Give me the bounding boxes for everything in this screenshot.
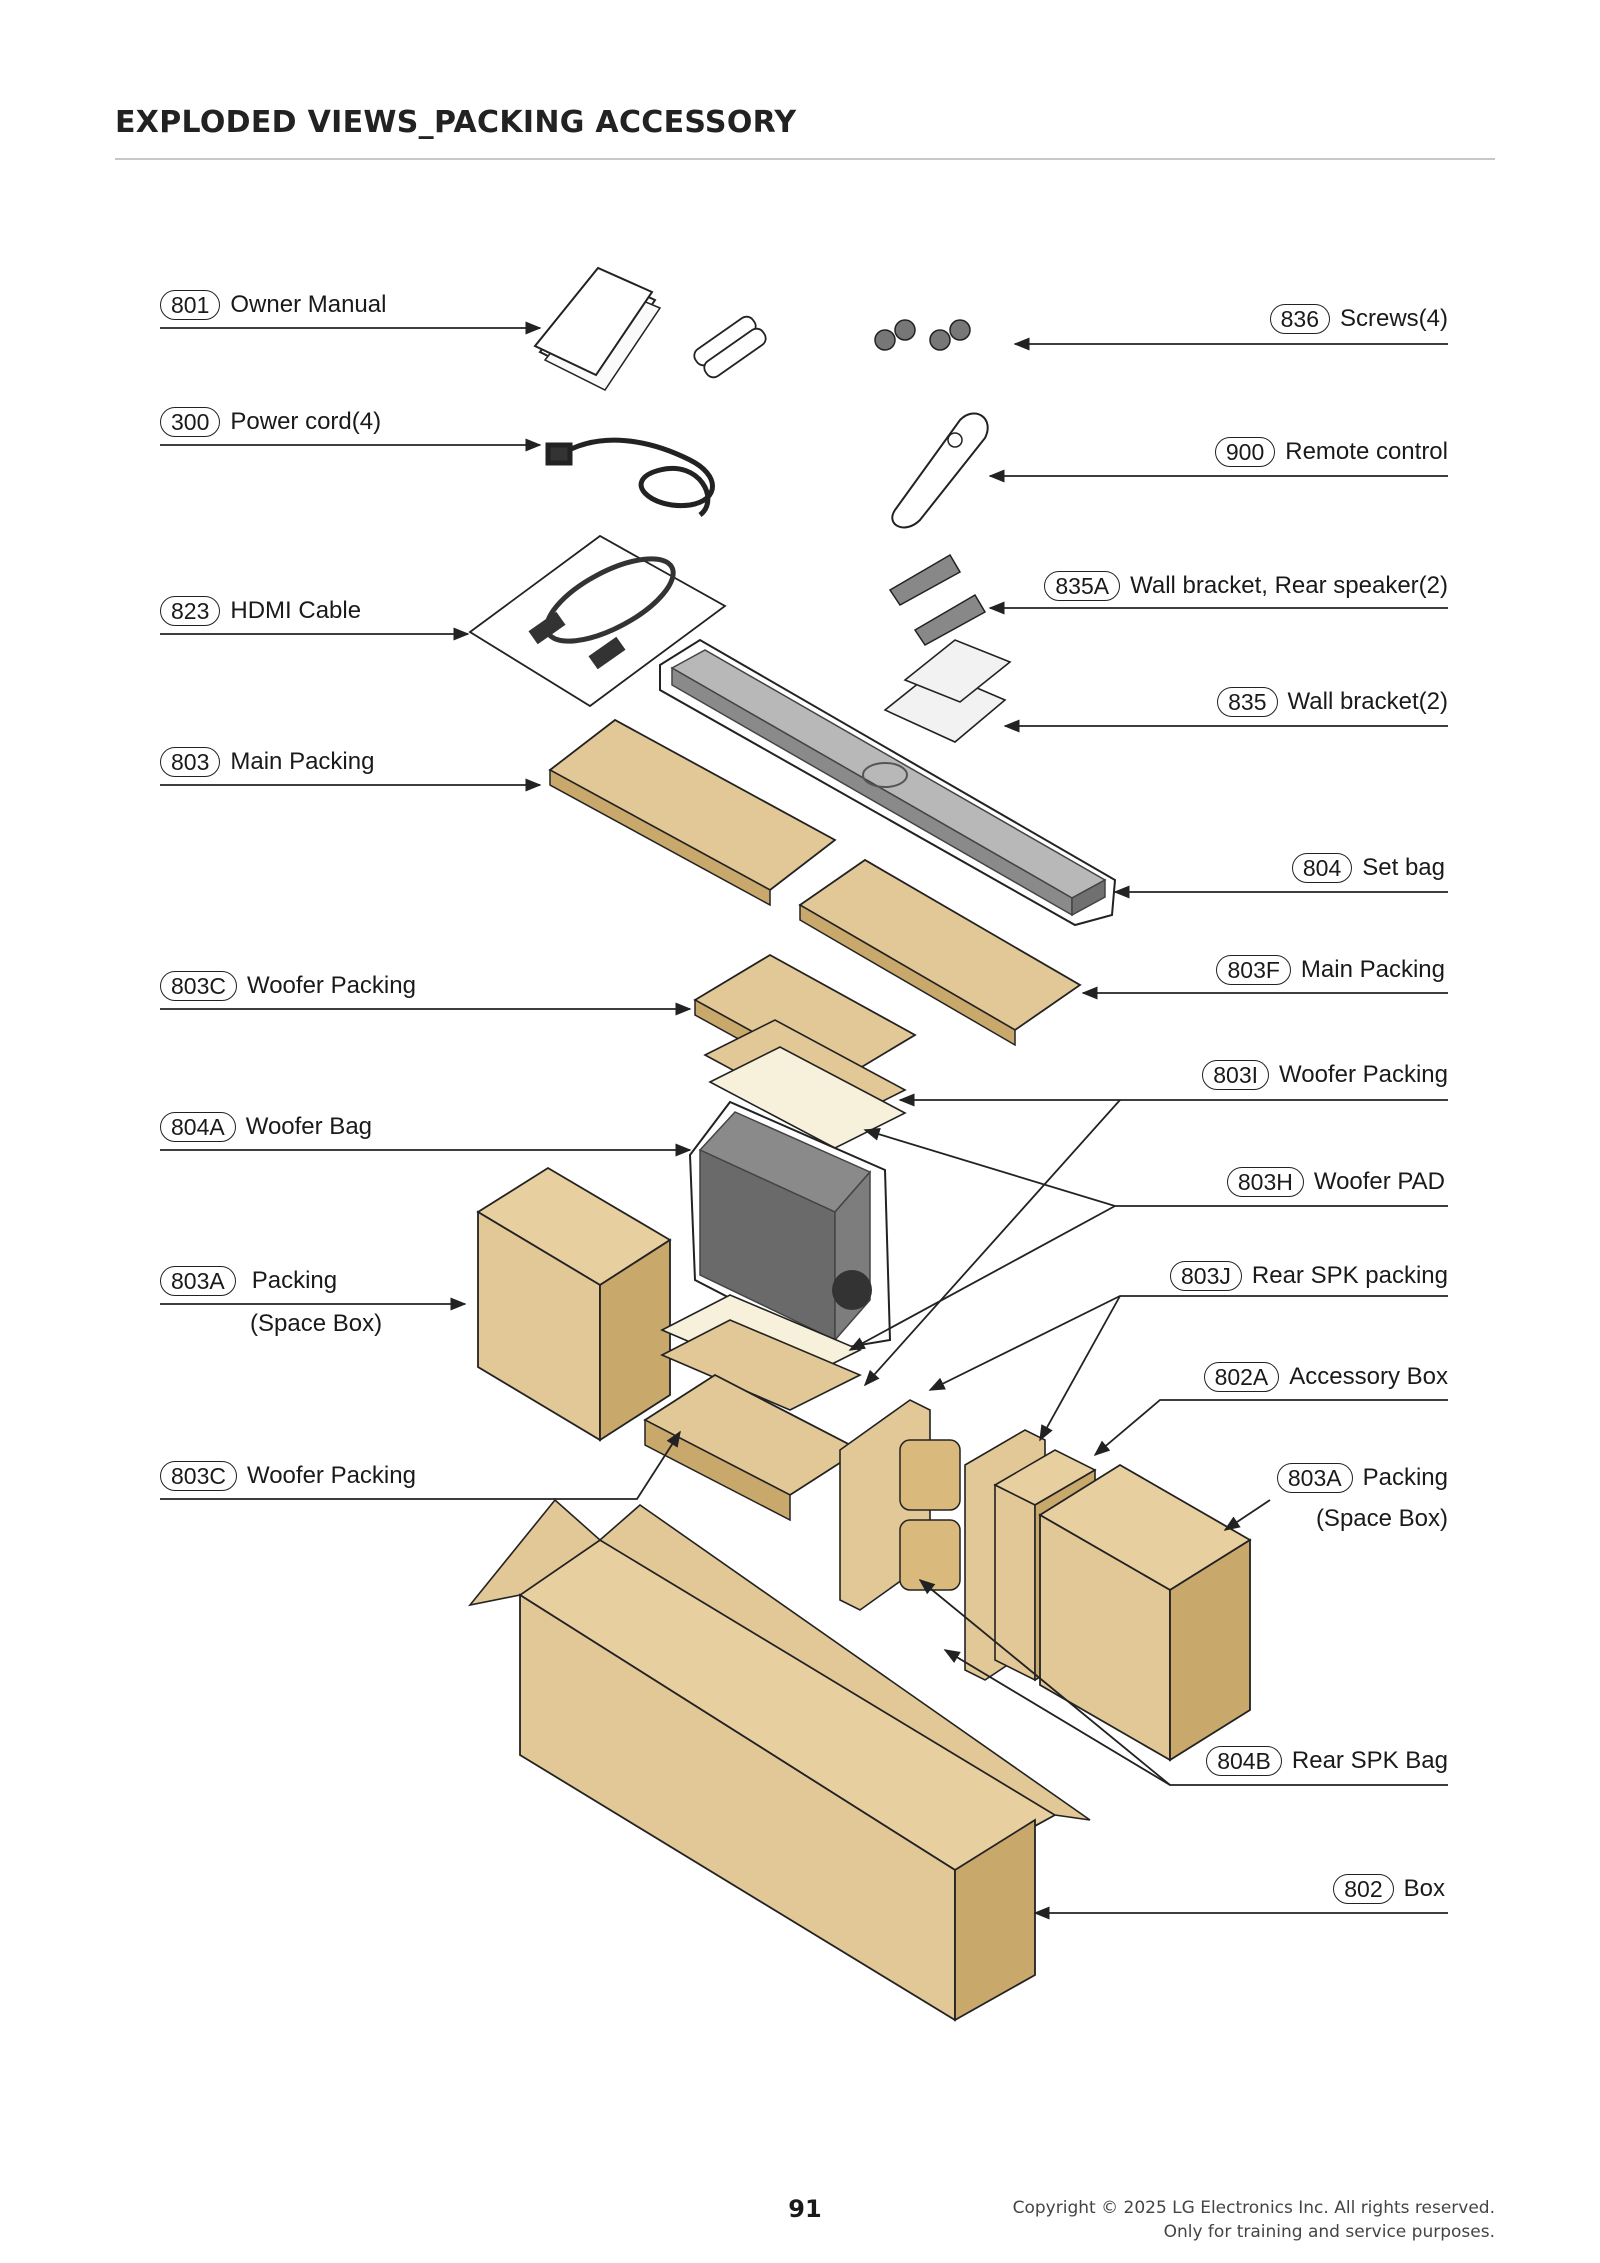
- remote-control-illustration: [891, 412, 989, 529]
- callout-803C-bottom: 803C Woofer Packing: [160, 1461, 416, 1491]
- part-name: Rear SPK Bag: [1291, 1747, 1448, 1774]
- callout-803A-left-sub: (Space Box): [250, 1310, 383, 1337]
- callout-835: 835 Wall bracket(2): [1217, 687, 1448, 717]
- callout-803A-right-sub: (Space Box): [1315, 1505, 1448, 1532]
- part-name: Woofer Packing: [246, 1462, 416, 1489]
- part-name: Box: [1403, 1875, 1445, 1902]
- part-name: Wall bracket(2): [1287, 688, 1448, 715]
- part-code: 836: [1269, 304, 1330, 334]
- woofer-pads-top-illustration: [703, 1019, 907, 1149]
- callout-802A: 802A Accessory Box: [1203, 1362, 1448, 1392]
- part-code: 835A: [1044, 571, 1121, 601]
- part-code: 835: [1217, 687, 1278, 717]
- page-title: EXPLODED VIEWS_PACKING ACCESSORY: [115, 105, 797, 140]
- callout-803A-left: 803A Packing: [160, 1266, 337, 1296]
- part-name: Main Packing: [230, 748, 375, 775]
- callout-803H: 803H Woofer PAD: [1226, 1167, 1445, 1197]
- part-name: Remote control: [1285, 438, 1448, 465]
- copyright-notice: Copyright © 2025 LG Electronics Inc. All…: [1013, 2196, 1495, 2244]
- part-name: Woofer PAD: [1313, 1168, 1445, 1195]
- part-name: Owner Manual: [230, 291, 387, 318]
- callout-804: 804 Set bag: [1291, 853, 1445, 883]
- part-code: 802A: [1203, 1362, 1280, 1392]
- soundbar-set-bag-illustration: [659, 638, 1117, 927]
- part-code: 803I: [1202, 1060, 1270, 1090]
- callout-804B: 804B Rear SPK Bag: [1206, 1746, 1448, 1776]
- callout-804A: 804A Woofer Bag: [160, 1112, 372, 1142]
- part-code: 803F: [1216, 955, 1291, 985]
- page-number: 91: [788, 2195, 822, 2223]
- part-code: 803H: [1226, 1167, 1304, 1197]
- callout-803: 803 Main Packing: [160, 747, 374, 777]
- part-code: 801: [160, 290, 221, 320]
- copyright-line: Copyright © 2025 LG Electronics Inc. All…: [1012, 2198, 1495, 2218]
- part-code: 804: [1291, 853, 1353, 883]
- space-box-left-illustration: [476, 1166, 672, 1442]
- batteries-illustration: [693, 315, 767, 379]
- part-name: Accessory Box: [1289, 1363, 1448, 1390]
- woofer-packing-bottom-illustration: [643, 1373, 862, 1522]
- part-code: 803A: [1276, 1463, 1353, 1493]
- part-code: 803: [160, 747, 221, 777]
- main-packing-803F-illustration: [798, 858, 1082, 1047]
- callout-900: 900 Remote control: [1214, 437, 1448, 467]
- callout-803I: 803I Woofer Packing: [1202, 1060, 1448, 1090]
- wall-bracket-illustration: [883, 639, 1012, 743]
- main-packing-803-illustration: [548, 718, 837, 907]
- part-name: Power cord(4): [230, 408, 382, 435]
- usage-line: Only for training and service purposes.: [1163, 2222, 1495, 2242]
- part-name: Woofer Packing: [246, 972, 416, 999]
- callout-801: 801 Owner Manual: [160, 290, 386, 320]
- part-code: 804A: [160, 1112, 236, 1142]
- callout-803A-right: 803A Packing: [1276, 1463, 1448, 1493]
- part-code: 300: [160, 407, 221, 437]
- callout-835A: 835A Wall bracket, Rear speaker(2): [1044, 571, 1448, 601]
- part-name: Main Packing: [1300, 956, 1445, 983]
- part-name: Screws(4): [1339, 305, 1448, 332]
- part-name: Set bag: [1362, 854, 1445, 881]
- part-code: 900: [1214, 437, 1276, 467]
- woofer-bag-illustration: [688, 1100, 892, 1352]
- callout-803F: 803F Main Packing: [1216, 955, 1445, 985]
- part-name: Wall bracket, Rear speaker(2): [1130, 572, 1448, 599]
- callout-836: 836 Screws(4): [1269, 304, 1448, 334]
- part-name: Rear SPK packing: [1251, 1262, 1448, 1289]
- screws-illustration: [874, 319, 971, 351]
- part-code: 803A: [160, 1266, 236, 1296]
- part-code: 802: [1333, 1874, 1394, 1904]
- part-code: 823: [160, 596, 221, 626]
- part-code: 803C: [160, 971, 237, 1001]
- callout-803C-top: 803C Woofer Packing: [160, 971, 416, 1001]
- part-name: Packing: [1362, 1464, 1448, 1491]
- callout-300: 300 Power cord(4): [160, 407, 381, 437]
- wall-bracket-rear-speaker-illustration: [888, 553, 987, 646]
- callout-823: 823 HDMI Cable: [160, 596, 361, 626]
- leader-lines: [160, 321, 1448, 1920]
- part-name: Packing: [251, 1267, 338, 1294]
- hdmi-cable-illustration: [468, 534, 727, 708]
- callout-803J: 803J Rear SPK packing: [1170, 1261, 1448, 1291]
- space-box-right-illustration: [1038, 1463, 1252, 1762]
- part-code: 803C: [160, 1461, 237, 1491]
- main-box-illustration: [467, 1498, 1091, 2022]
- callout-802: 802 Box: [1333, 1874, 1445, 1904]
- part-code: 804B: [1206, 1746, 1282, 1776]
- part-code: 803J: [1170, 1261, 1242, 1291]
- owner-manual-illustration: [533, 266, 662, 391]
- part-name: Woofer Packing: [1279, 1061, 1448, 1088]
- part-name: HDMI Cable: [230, 597, 362, 624]
- part-name: Woofer Bag: [245, 1113, 373, 1140]
- title-divider: [115, 158, 1495, 160]
- power-cord-illustration: [545, 437, 715, 517]
